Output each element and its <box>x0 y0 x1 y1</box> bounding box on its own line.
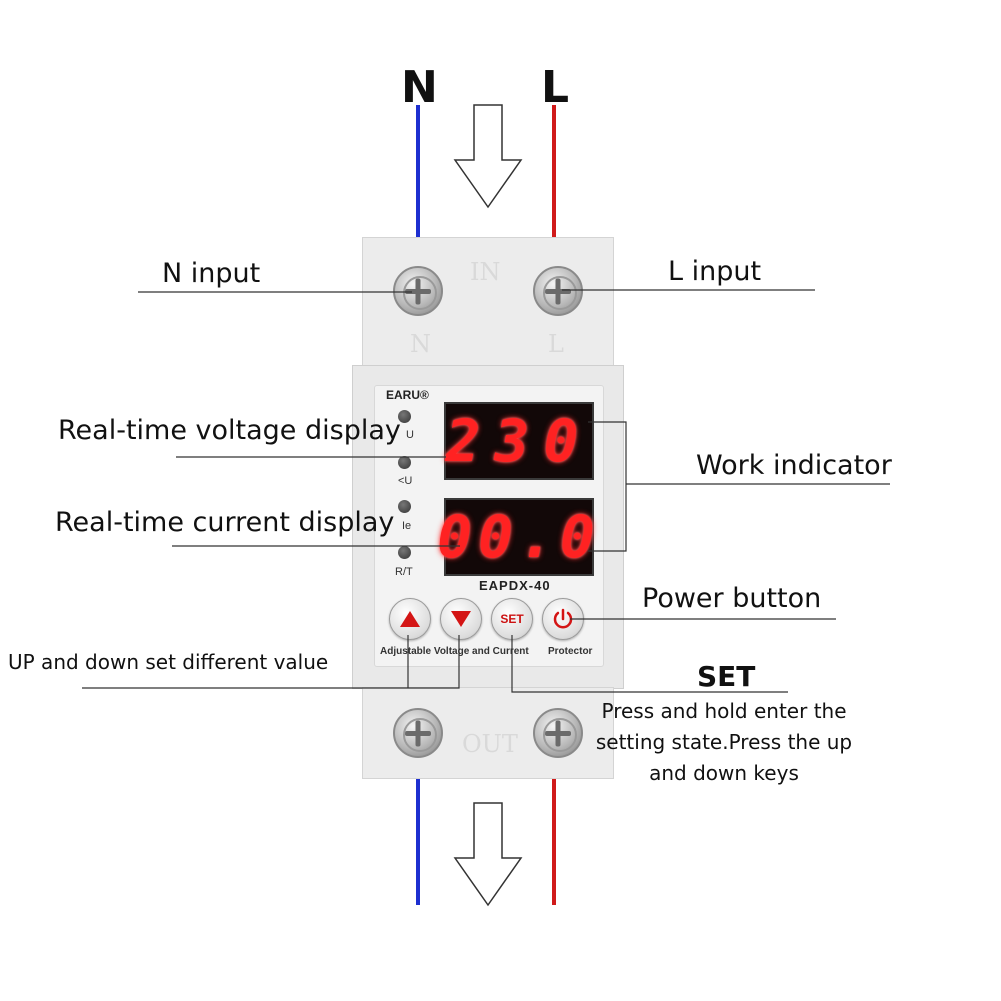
neutral-phase-label: N <box>401 62 438 113</box>
current-display: 00.0 <box>437 498 595 576</box>
callout-voltage-display: Real-time voltage display <box>58 415 401 446</box>
screw-icon <box>533 708 583 758</box>
callout-up-down: UP and down set different value <box>8 650 329 674</box>
live-phase-label: L <box>541 62 570 113</box>
led-indicator <box>398 546 411 559</box>
callout-l-input: L input <box>668 256 762 287</box>
power-icon <box>553 608 573 629</box>
terminal-mark-n: N <box>410 330 431 358</box>
brand-logo: EARU® <box>386 388 429 402</box>
button-strip-label: Adjustable Voltage and Current <box>380 646 529 657</box>
led-label-ie: Ie <box>402 520 412 532</box>
flow-arrow-in <box>453 104 523 209</box>
screw-icon <box>393 708 443 758</box>
set-button-label: SET <box>500 612 524 626</box>
up-button[interactable] <box>389 598 431 640</box>
callout-work-indicator: Work indicator <box>696 450 892 481</box>
screw-icon <box>393 266 443 316</box>
terminal-mark-out: OUT <box>462 730 518 758</box>
terminal-mark-in: IN <box>470 258 501 286</box>
voltage-reading: 230 <box>445 407 593 475</box>
down-arrow-icon <box>451 611 471 627</box>
flow-arrow-out <box>453 802 523 907</box>
leader-work-indicator <box>588 421 627 552</box>
callout-set-title: SET <box>697 660 756 693</box>
led-label-rt: R/T <box>395 566 413 578</box>
set-button[interactable]: SET <box>491 598 533 640</box>
led-label-u: U <box>406 429 414 441</box>
led-indicator <box>398 500 411 513</box>
led-indicator <box>398 410 411 423</box>
leader-up-down <box>82 635 460 689</box>
model-label: EAPDX-40 <box>479 578 551 593</box>
led-label-under-u: <U <box>398 475 413 487</box>
callout-current-display: Real-time current display <box>55 507 395 538</box>
up-arrow-icon <box>400 611 420 627</box>
callout-set-description: Press and hold enter the setting state.P… <box>595 699 853 785</box>
led-indicator <box>398 456 411 469</box>
voltage-display: 230 <box>444 402 594 480</box>
screw-icon <box>533 266 583 316</box>
current-reading: 00.0 <box>437 503 601 571</box>
down-button[interactable] <box>440 598 482 640</box>
leader-set <box>511 635 788 693</box>
callout-power-button: Power button <box>642 583 822 614</box>
terminal-mark-l: L <box>548 330 564 358</box>
button-strip-protector: Protector <box>548 646 593 657</box>
callout-n-input: N input <box>162 258 261 289</box>
